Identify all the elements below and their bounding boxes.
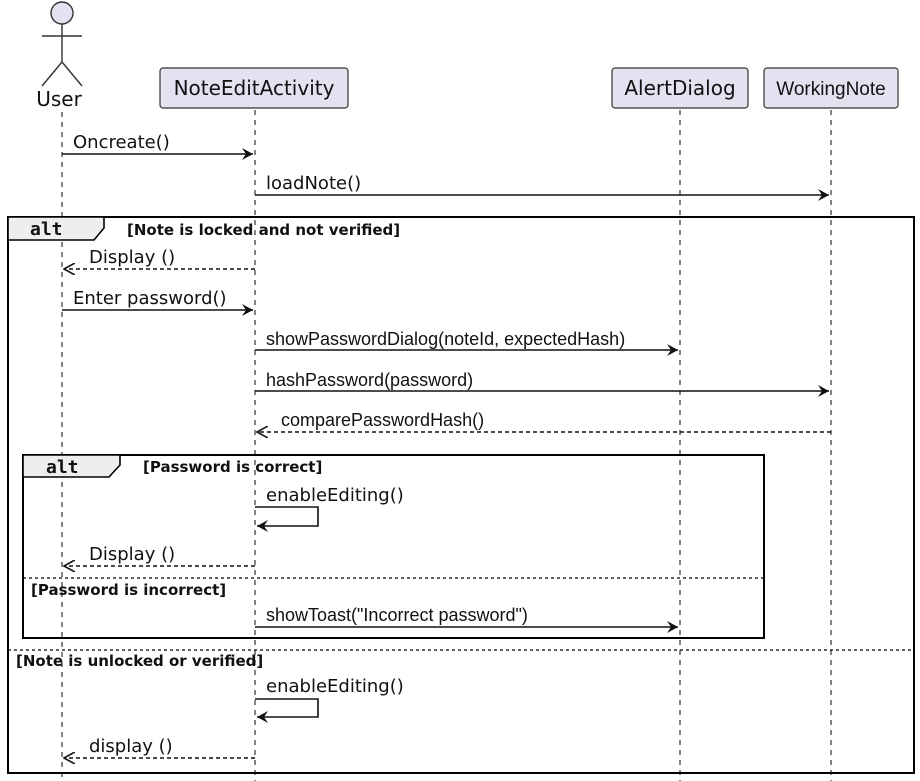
participant-working-note: WorkingNote <box>763 67 899 109</box>
outer-alt-tab <box>7 216 105 241</box>
message-label-compare-password-hash: comparePasswordHash() <box>281 410 484 430</box>
message-label-enable-editing-2: enableEditing() <box>266 676 404 697</box>
outer-alt-guard-2: [Note is unlocked or verified] <box>16 652 263 670</box>
message-label-oncreate: Oncreate() <box>73 132 170 153</box>
message-label-display-2: Display () <box>89 544 175 565</box>
message-label-enter-password: Enter password() <box>73 288 227 309</box>
inner-alt-guard-2: [Password is incorrect] <box>31 581 226 599</box>
actor-head-icon <box>50 1 74 25</box>
user-actor: User <box>36 1 83 111</box>
outer-alt-guard-1: [Note is locked and not verified] <box>127 221 400 239</box>
outer-alt-operator: alt <box>30 219 63 240</box>
message-arrow-enable-editing-2 <box>255 698 319 723</box>
message-label-show-password-dialog: showPasswordDialog(noteId, expectedHash) <box>266 329 625 349</box>
participant-label-user: User <box>36 87 82 111</box>
inner-alt-frame <box>22 454 765 639</box>
participant-label-alert-dialog: AlertDialog <box>624 76 735 100</box>
participant-label-note-edit-activity: NoteEditActivity <box>174 76 335 100</box>
message-label-display-3: display () <box>89 736 173 757</box>
message-label-load-note: loadNote() <box>266 173 361 194</box>
outer-alt-frame <box>7 216 915 774</box>
inner-alt-operator: alt <box>46 457 79 478</box>
participant-alert-dialog: AlertDialog <box>611 67 749 109</box>
inner-alt-tab <box>22 454 121 478</box>
participant-note-edit-activity: NoteEditActivity <box>159 67 349 109</box>
message-label-show-toast: showToast("Incorrect password") <box>266 605 528 625</box>
participant-label-working-note: WorkingNote <box>776 79 885 100</box>
message-label-display-1: Display () <box>89 247 175 268</box>
message-label-hash-password: hashPassword(password) <box>266 370 473 390</box>
inner-alt-guard-1: [Password is correct] <box>143 458 322 476</box>
message-label-enable-editing-1: enableEditing() <box>266 485 404 506</box>
message-arrow-enable-editing-1 <box>255 506 319 532</box>
